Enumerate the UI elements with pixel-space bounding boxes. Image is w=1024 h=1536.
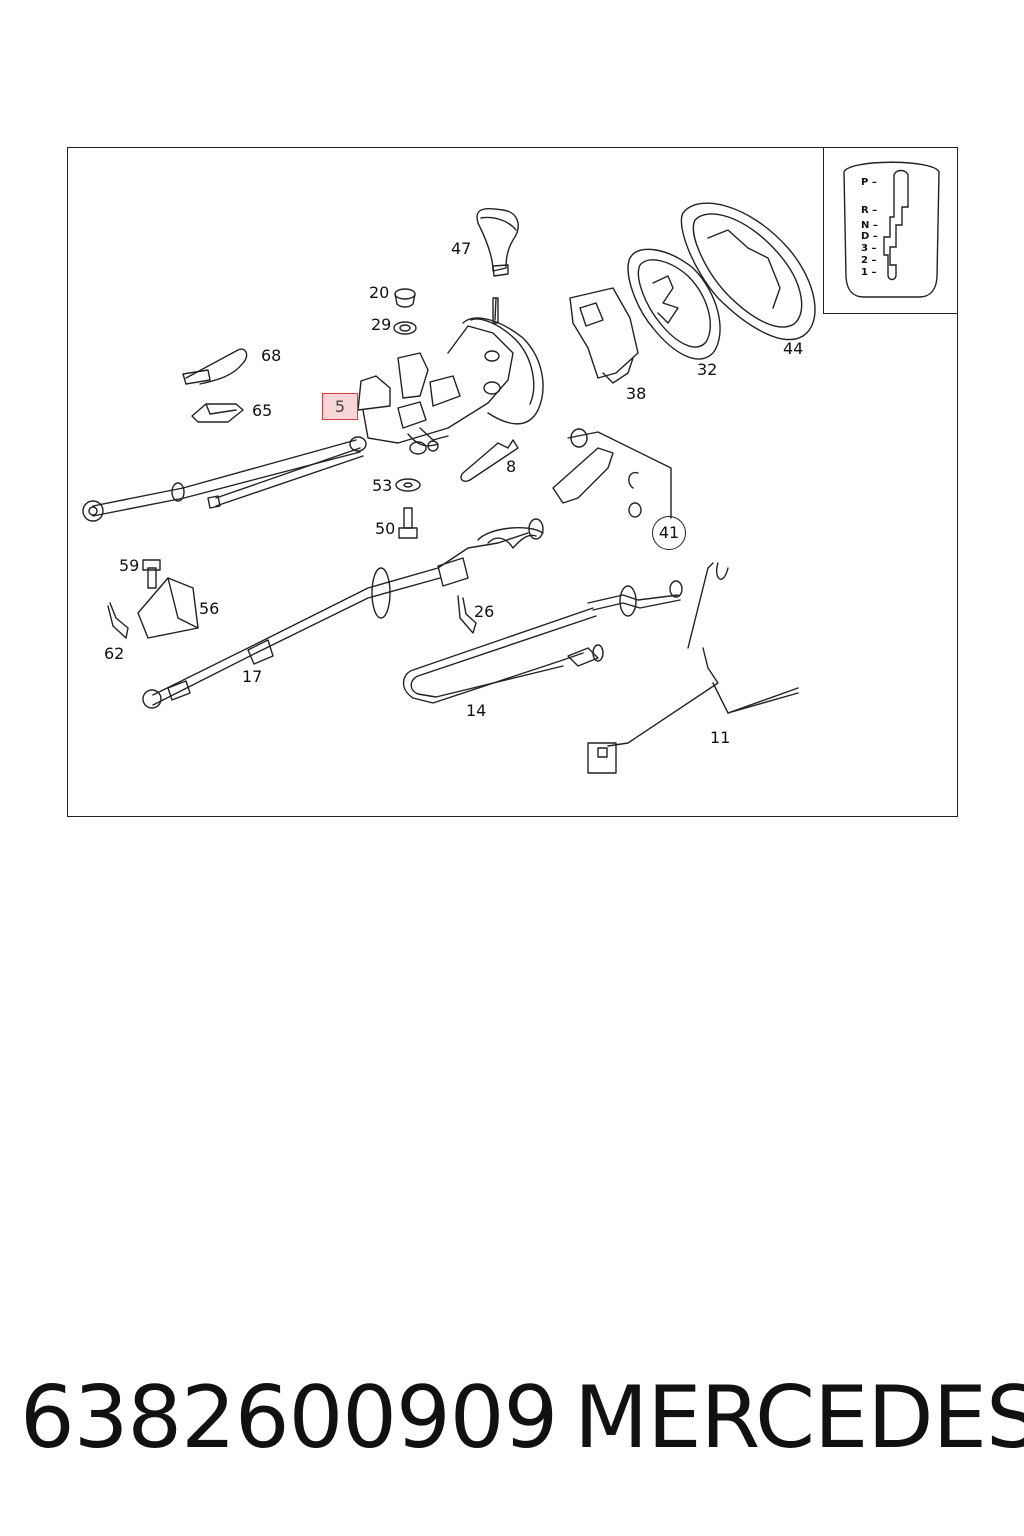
gear-label-n: N – [861,220,878,231]
gear-label-d: D – [861,231,878,242]
shifter-assembly-drawing [349,297,544,455]
callout-29: 29 [371,315,392,334]
callout-20: 20 [369,283,390,302]
callout-14: 14 [466,701,487,720]
gear-pattern-inset: P – R – N – D – 3 – 2 – 1 – [823,147,958,314]
gear-label-3: 3 – [861,243,877,254]
gear-label-r: R – [861,205,878,216]
gear-label-p: P – [861,177,877,188]
callout-56: 56 [199,599,220,618]
parts-diagram-drawing [82,202,816,774]
gear-label-2: 2 – [861,255,877,266]
gear-gate-shape [843,161,940,298]
callout-68: 68 [261,346,282,365]
callout-26: 26 [474,602,495,621]
callout-41: 41 [652,516,686,550]
callout-59: 59 [119,556,140,575]
callout-47: 47 [451,239,472,258]
callout-50: 50 [375,519,396,538]
callout-62: 62 [104,644,125,663]
callout-44: 44 [783,339,804,358]
callout-53: 53 [372,476,393,495]
callout-38: 38 [626,384,647,403]
shift-knob-drawing [476,208,519,277]
gear-label-1: 1 – [861,267,877,278]
product-footer: 6382600909 MERCEDES [0,1368,1024,1468]
brand-name: MERCEDES [574,1368,1024,1468]
callout-65: 65 [252,401,273,420]
part-number: 6382600909 [20,1368,558,1468]
callout-11: 11 [710,728,731,747]
callout-8: 8 [506,457,517,476]
callout-17: 17 [242,667,263,686]
parts-diagram-frame: 47 20 29 68 65 5 8 53 50 38 32 44 41 59 … [67,147,958,817]
callout-5-highlighted[interactable]: 5 [322,393,358,420]
callout-32: 32 [697,360,718,379]
